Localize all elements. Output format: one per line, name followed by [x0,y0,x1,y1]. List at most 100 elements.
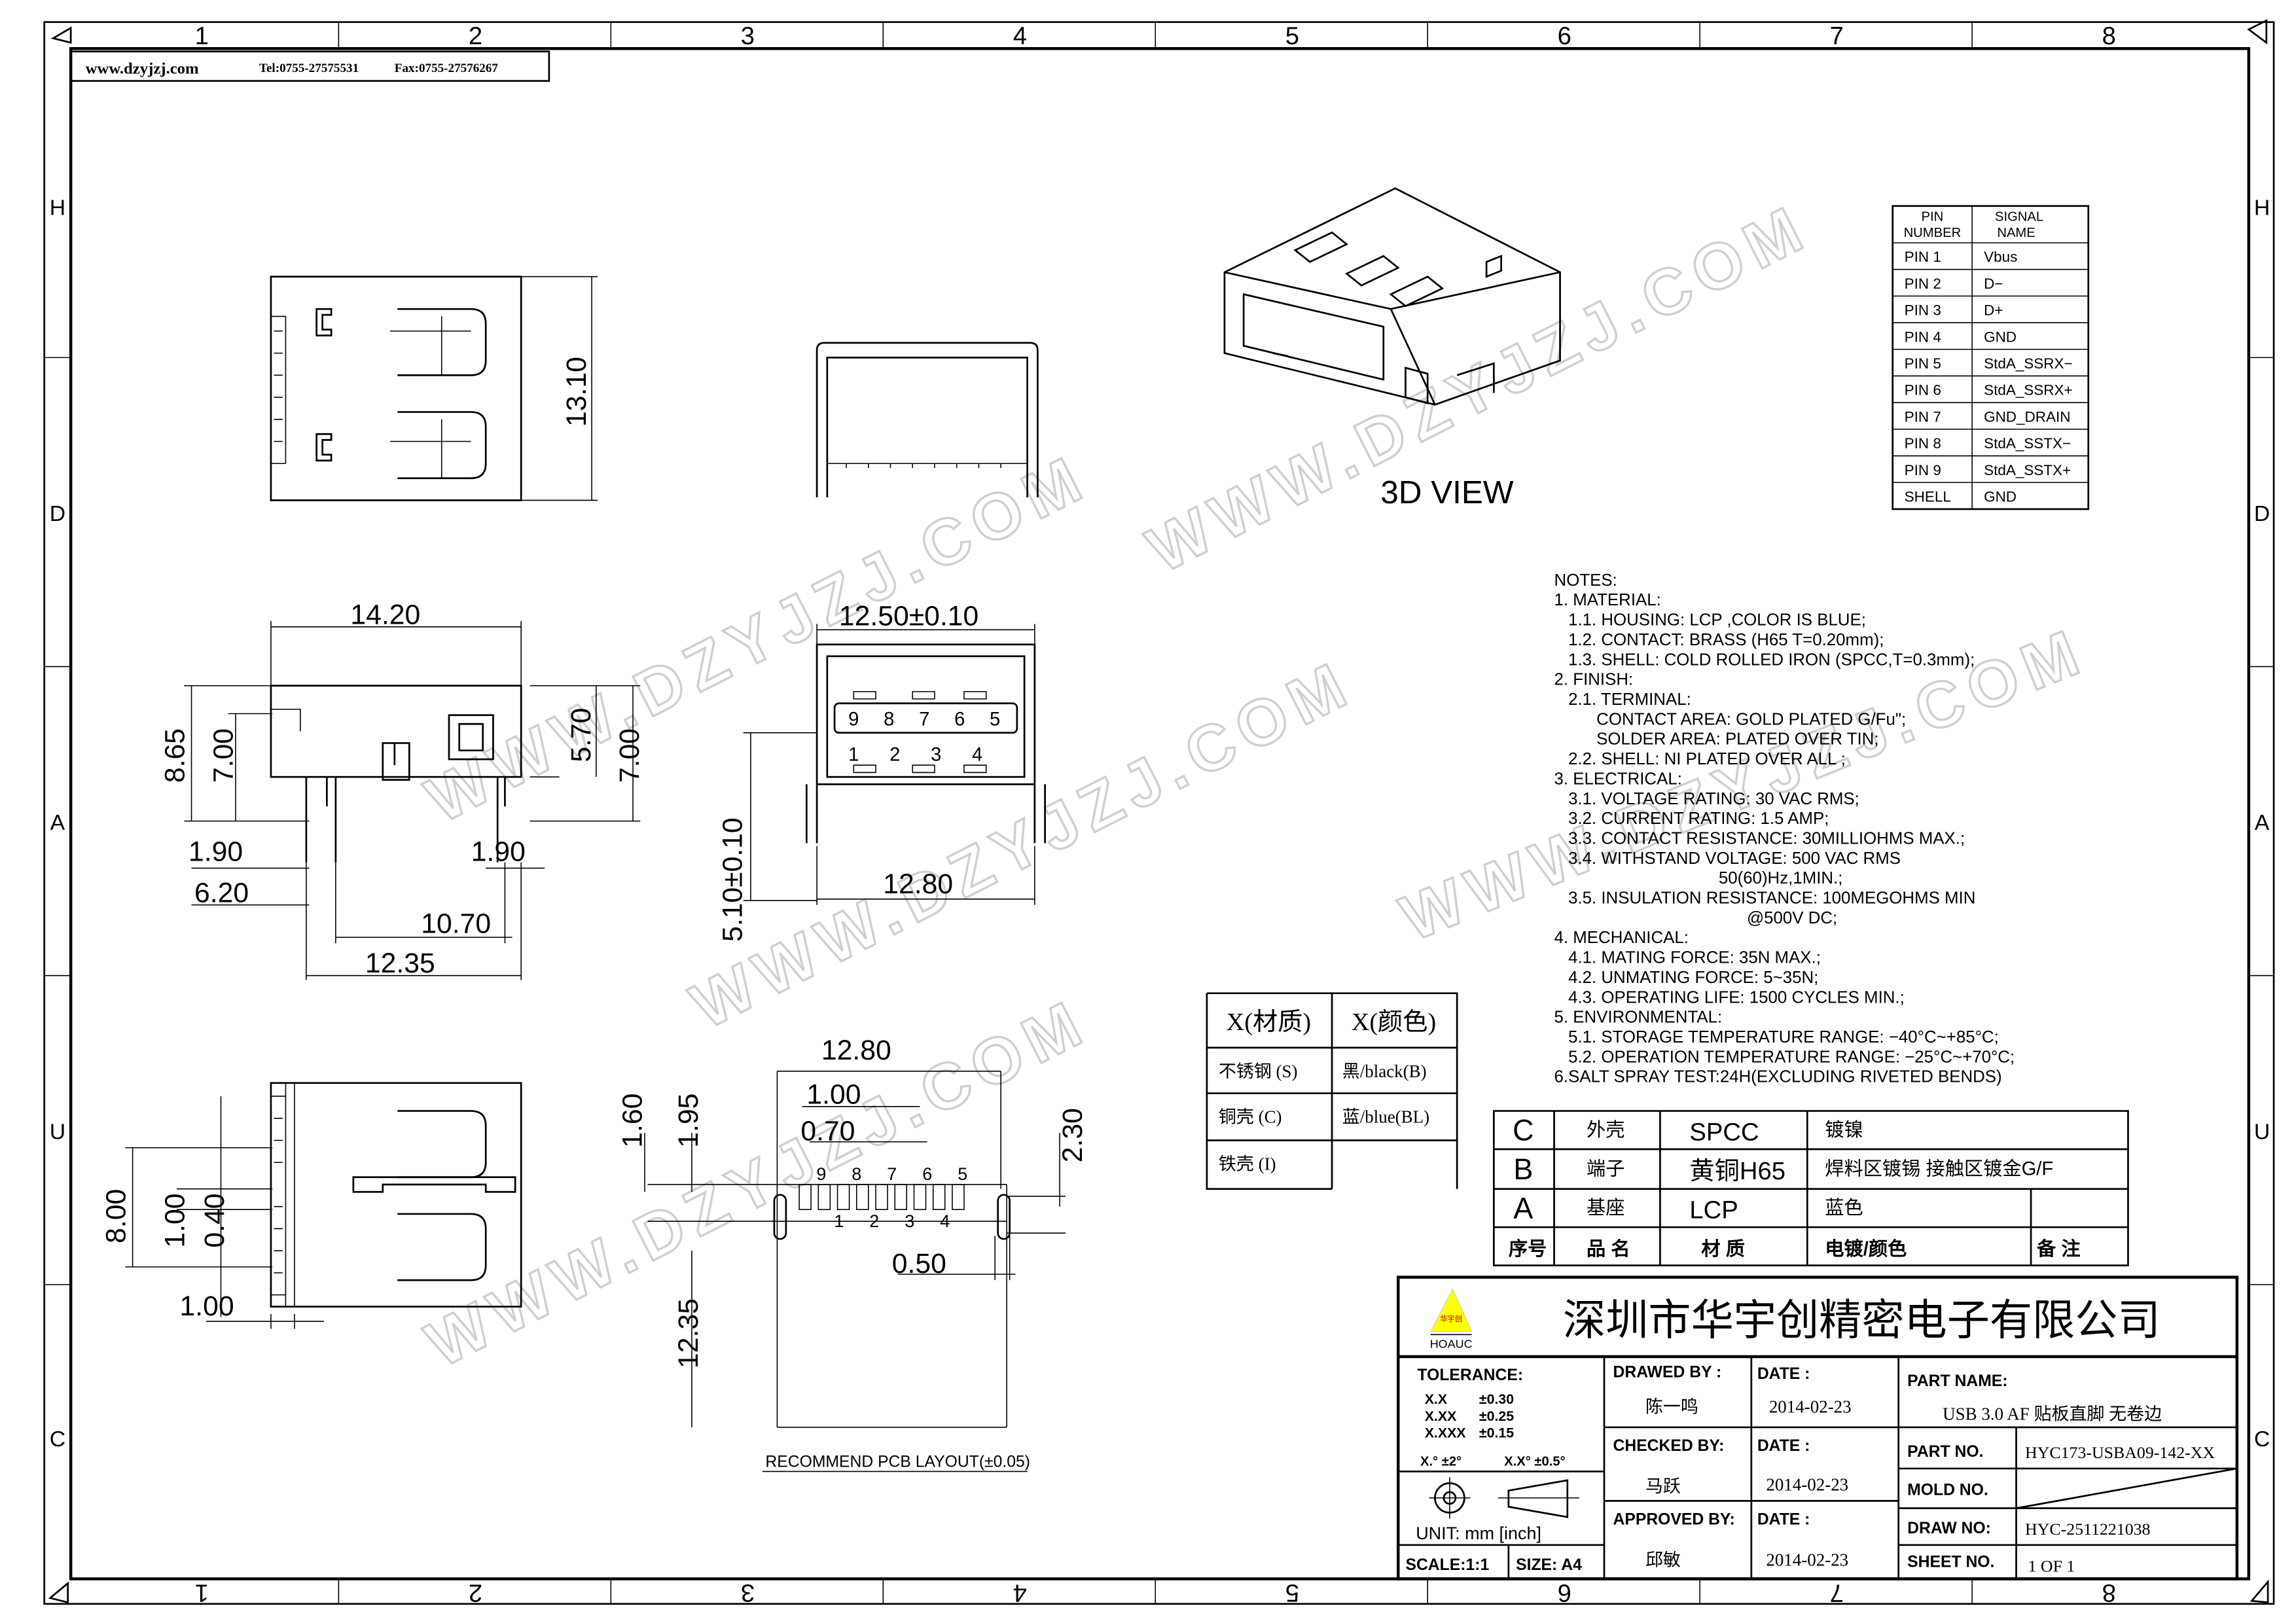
side-view: 14.20 8.65 7.00 5.70 7.00 1.90 1.90 6.20… [159,599,645,980]
watermark: WWW.DZYJZJ.COM [415,984,1100,1380]
bom-part-name: 基座 [1587,1197,1624,1219]
pcb-pad [875,1184,888,1210]
frame-row-label: C [50,1427,65,1452]
frame-column-label: 6 [1558,22,1571,50]
x-table-cell: 不锈钢 (S) [1219,1061,1298,1081]
x-table-cell: 蓝/blue(BL) [1342,1107,1429,1127]
note-line: 6.SALT SPRAY TEST:24H(EXCLUDING RIVETED … [1554,1068,2002,1086]
x-table-header-color: X(颜色) [1352,1008,1437,1036]
frame-column-label: 3 [741,22,755,50]
drawed-by-label: DRAWED BY : [1613,1364,1721,1382]
pin-signal: GND_DRAIN [1984,408,2070,425]
dim-5-10: 5.10±0.10 [717,817,748,942]
approved-by-value: 邱敏 [1645,1550,1681,1569]
dim-1-00-vert: 1.00 [159,1194,190,1248]
bom-header: 电镀/颜色 [1825,1238,1907,1260]
note-line: 50(60)Hz,1MIN.; [1554,869,1843,887]
frame-column-label-bottom: 4 [1013,1579,1027,1607]
bom-material: 黄铜H65 [1689,1157,1785,1185]
approved-by-label: APPROVED BY: [1613,1510,1734,1528]
part-name-value: USB 3.0 AF 贴板直脚 无卷边 [1943,1404,2162,1424]
dim-12-50: 12.50±0.10 [839,601,978,632]
frame-row-label: D [50,501,65,526]
frame-row-label: A [50,810,65,835]
pin-signal: GND [1984,488,2017,505]
projection-symbol [1429,1477,1579,1519]
dim-12-35: 12.35 [365,948,435,979]
draw-no-label: DRAW NO: [1907,1520,1991,1537]
dim-1-00-pcb: 1.00 [806,1079,861,1110]
frame-column-label-bottom: 6 [1558,1579,1571,1607]
tolerance-value: ±0.15 [1479,1425,1514,1441]
tolerance-format: X.XXX [1425,1425,1467,1441]
tolerance-label: TOLERANCE: [1417,1366,1523,1384]
logo-cn: 华宇创 [1440,1314,1462,1323]
pcb-pad [836,1184,850,1210]
pin-number: SHELL [1905,488,1951,505]
pin-number: PIN 8 [1905,435,1941,452]
pcb-pin-label: 7 [887,1164,897,1184]
dim-7-00: 7.00 [207,728,239,783]
date-label: DATE : [1757,1510,1810,1528]
signal-header-line1: SIGNAL [1995,209,2043,224]
x-table-header-material: X(材质) [1227,1008,1312,1036]
dim-1-95: 1.95 [673,1094,704,1148]
note-line: CONTACT AREA: GOLD PLATED G/Fu"; [1554,710,1907,728]
bom-part-name: 端子 [1587,1158,1624,1179]
frame-row-label: D [2254,501,2270,526]
dim-0-40: 0.40 [199,1194,230,1248]
x-table-cell: 铜壳 (C) [1219,1107,1282,1127]
frame-row-label: U [50,1119,65,1144]
bom-header: 备 注 [2037,1238,2081,1260]
x-table-cell: 铁壳 (I) [1219,1154,1276,1173]
pin-header-line1: PIN [1922,209,1944,224]
pin-label: 2 [889,744,900,765]
frame-column-label: 5 [1285,22,1299,50]
pcb-pin-label: 5 [958,1164,967,1184]
dim-2-30: 2.30 [1057,1108,1088,1162]
note-line: 3.2. CURRENT RATING: 1.5 AMP; [1554,810,1829,828]
frame-column-label: 2 [469,22,482,50]
x-code-table: X(材质) X(颜色) 不锈钢 (S) 黑/black(B) 铜壳 (C) 蓝/… [1206,992,1458,1190]
pin-signal: GND [1984,329,2017,345]
part-no-value: HYC173-USBA09-142-XX [2025,1443,2215,1462]
bom-header: 品 名 [1587,1238,1630,1260]
pcb-pin-label: 2 [869,1211,879,1231]
frame-column-label: 1 [195,22,209,50]
dim-12-35-pcb: 12.35 [673,1298,704,1368]
dim-13-10: 13.10 [561,357,592,427]
date-label: DATE : [1757,1365,1810,1383]
bom-part-name: 外壳 [1587,1119,1624,1141]
pcb-pad [913,1184,927,1210]
note-line: 1.3. SHELL: COLD ROLLED IRON (SPCC,T=0.3… [1554,651,1975,669]
frame-row-label: C [2254,1427,2270,1452]
note-line: 4.3. OPERATING LIFE: 1500 CYCLES MIN.; [1554,988,1905,1007]
note-line: 1.1. HOUSING: LCP ,COLOR IS BLUE; [1554,611,1866,630]
note-line: 2.2. SHELL: NI PLATED OVER ALL ; [1554,750,1846,768]
dim-12-80-pcb: 12.80 [821,1035,891,1066]
pin-label: 3 [931,744,941,765]
dim-0-70-pcb: 0.70 [800,1116,855,1147]
note-line: 3.3. CONTACT RESISTANCE: 30MILLIOHMS MAX… [1554,829,1965,847]
checked-by-label: CHECKED BY: [1613,1437,1724,1455]
signal-header-line2: NAME [1997,226,2035,240]
pin-number: PIN 9 [1905,462,1941,478]
tolerance-value: ±0.30 [1479,1391,1514,1407]
tolerance-format: X.X [1425,1391,1448,1407]
unit-label: UNIT: mm [inch] [1416,1524,1541,1543]
pcb-pad [932,1184,946,1210]
dim-12-80-front: 12.80 [883,868,953,900]
sheet-no-label: SHEET NO. [1907,1554,1994,1571]
tolerance-value: ±0.25 [1479,1408,1514,1424]
approved-date: 2014-02-23 [1766,1550,1848,1569]
pin-number: PIN 3 [1905,302,1941,319]
bom-index: C [1513,1114,1534,1147]
pcb-pad [952,1184,965,1210]
pin-signal: StdA_SSRX− [1984,355,2073,372]
tolerance-format: X.XX [1425,1408,1457,1424]
watermark: WWW.DZYJZJ.COM [1136,189,1821,586]
note-line: 3. ELECTRICAL: [1554,770,1682,788]
notes: NOTES:1. MATERIAL: 1.1. HOUSING: LCP ,CO… [1554,571,2015,1086]
